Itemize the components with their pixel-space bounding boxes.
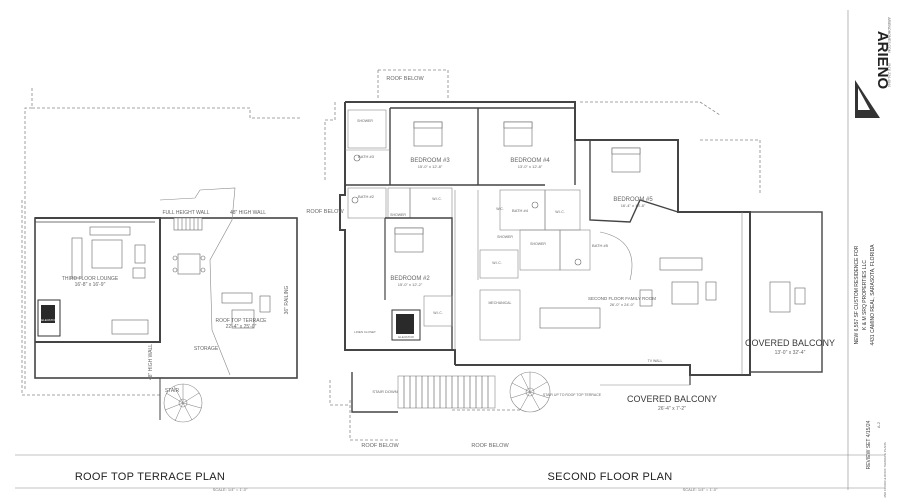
family-room-label: SECOND FLOOR FAMILY ROOM bbox=[588, 296, 656, 301]
bath4-label: BATH #4 bbox=[512, 208, 529, 213]
wic-label-3: W.I.C. bbox=[492, 261, 502, 265]
bedroom3-dims: 15'-0" x 12'-8" bbox=[418, 164, 443, 169]
second-floor-plan: ROOF BELOW ROOF BELOW ROOF BELOW ROOF BE… bbox=[306, 69, 835, 492]
roof-plan-title: ROOF TOP TERRACE PLAN bbox=[75, 471, 225, 483]
arieno-logo bbox=[855, 80, 880, 118]
terrace-dims: 22'-4" x 25'-0" bbox=[226, 324, 257, 330]
storage-label: STORAGE bbox=[194, 346, 219, 352]
sheet-number: A-2 bbox=[876, 421, 881, 428]
high-wall-side-label: 48" HIGH WALL bbox=[148, 344, 154, 380]
wc-label: W.C. bbox=[496, 207, 504, 211]
shower-label-4: SHOWER bbox=[497, 235, 513, 239]
covered-balcony-bottom-dims: 26'-4" x 7'-2" bbox=[658, 406, 686, 412]
wic-label-4: W.I.C. bbox=[433, 311, 443, 315]
mechanical-label: MECHANICAL bbox=[489, 301, 512, 305]
covered-balcony-right-label: COVERED BALCONY bbox=[745, 338, 835, 348]
linen-label: LINEN CLOSET bbox=[354, 330, 376, 334]
wic-label-2: W.I.C. bbox=[555, 210, 565, 214]
bedroom5-label: BEDROOM #5 bbox=[613, 197, 653, 203]
bedroom5-dims: 16'-4" x 13'-8" bbox=[621, 203, 646, 208]
project-line1: NEW 6,557 SF CUSTOM RESIDENCE FOR bbox=[854, 245, 860, 344]
bath5-label: BATH #5 bbox=[592, 243, 609, 248]
second-floor-title: SECOND FLOOR PLAN bbox=[548, 471, 673, 483]
family-room-dims: 26'-0" x 24'-0" bbox=[610, 302, 635, 307]
bath2-label: BATH #2 bbox=[358, 194, 375, 199]
bedroom4-label: BEDROOM #4 bbox=[510, 158, 550, 164]
roof-top-terrace-plan: THIRD FLOOR LOUNGE 16'-8" x 16'-9" ROOF … bbox=[21, 88, 300, 492]
bedroom2-label: BEDROOM #2 bbox=[390, 276, 430, 282]
railing-label: 36" RAILING bbox=[284, 286, 290, 315]
spiral-stair-second bbox=[509, 371, 551, 413]
covered-balcony-right-dims: 13'-0" x 32'-4" bbox=[775, 350, 806, 356]
brand-name: ARIENO bbox=[874, 31, 891, 90]
stair-down-label: STAIR DOWN bbox=[372, 389, 397, 394]
roof-stair-label: STAIR bbox=[165, 388, 180, 394]
brand-phone: (941) 224-4844 bbox=[887, 63, 891, 87]
bedroom4-dims: 13'-0" x 12'-8" bbox=[518, 164, 543, 169]
shower-label-2: SHOWER bbox=[390, 213, 406, 217]
high-wall-label: 48" HIGH WALL bbox=[230, 210, 266, 216]
stair-up-label: STAIR UP TO ROOF TOP TERRACE bbox=[543, 393, 602, 397]
covered-balcony-bottom-label: COVERED BALCONY bbox=[627, 394, 717, 404]
roof-below-left-label: ROOF BELOW bbox=[306, 209, 344, 215]
title-block: ARIENO ARIENOHOMES.COM (941) 224-4844 NE… bbox=[847, 10, 891, 498]
roof-below-bottom-left-label: ROOF BELOW bbox=[361, 443, 399, 449]
shower-label-1: SHOWER bbox=[357, 119, 373, 123]
review-set: REVIEW SET 4/15/24 bbox=[866, 420, 872, 469]
roof-plan-scale: SCALE: 1/4" = 1'-0" bbox=[213, 487, 248, 492]
brand-website: ARIENOHOMES.COM bbox=[887, 17, 891, 52]
bed-icons bbox=[394, 121, 641, 253]
project-line3: 4431 CAMINO REAL, SARASOTA, FLORIDA bbox=[870, 244, 876, 346]
roof-below-top-label: ROOF BELOW bbox=[386, 76, 424, 82]
roof-below-bottom-right-label: ROOF BELOW bbox=[471, 443, 509, 449]
roof-elevator-label: ELEVATOR bbox=[41, 318, 57, 322]
lounge-dims: 16'-8" x 16'-9" bbox=[75, 282, 106, 288]
second-floor-scale: SCALE: 1/4" = 1'-0" bbox=[683, 487, 718, 492]
tv-wall-label: TV WALL bbox=[648, 359, 663, 363]
lounge-label: THIRD FLOOR LOUNGE bbox=[62, 276, 119, 282]
terrace-label: ROOF TOP TERRACE bbox=[215, 318, 267, 324]
project-line2: K & M SRQ PROPERTIES LLC bbox=[862, 260, 868, 330]
full-height-wall-label: FULL HEIGHT WALL bbox=[162, 210, 209, 216]
bath3-label: BATH #3 bbox=[358, 154, 375, 159]
elevator-label: ELEVATOR bbox=[398, 335, 414, 339]
sheet-note: 2ND FLOOR & ROOF TERRACE PLANS bbox=[883, 442, 887, 497]
bedroom3-label: BEDROOM #3 bbox=[410, 158, 450, 164]
shower-label-3: SHOWER bbox=[530, 242, 546, 246]
wic-label-1: W.I.C. bbox=[432, 197, 442, 201]
bedroom2-dims: 15'-0" x 12'-2" bbox=[398, 282, 423, 287]
spiral-stair-roof bbox=[163, 383, 203, 423]
